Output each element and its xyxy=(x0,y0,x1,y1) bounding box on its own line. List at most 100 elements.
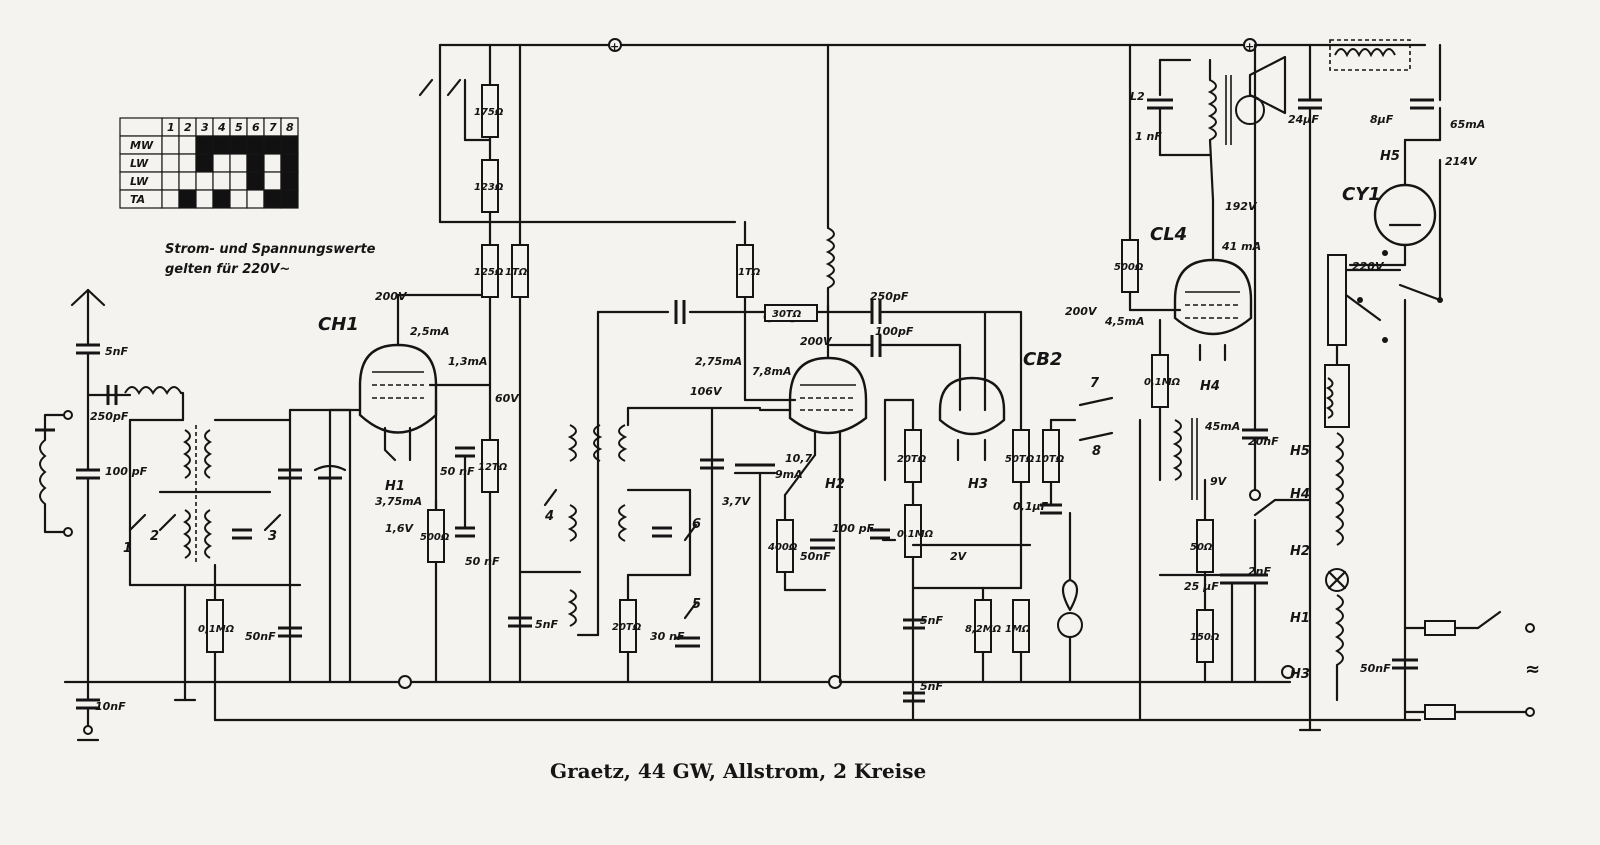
svg-text:1,3mA: 1,3mA xyxy=(448,355,487,368)
switch-table-cell xyxy=(195,189,214,209)
switch-table-col-header: 3 xyxy=(201,121,209,134)
svg-text:5nF: 5nF xyxy=(920,680,943,693)
switch-table-cell xyxy=(178,153,197,173)
svg-text:9mA: 9mA xyxy=(775,468,803,481)
svg-text:1 nF: 1 nF xyxy=(1135,130,1162,143)
switch-table-cell xyxy=(280,153,299,173)
svg-text:100 pF: 100 pF xyxy=(105,465,148,478)
svg-text:400Ω: 400Ω xyxy=(767,542,798,553)
svg-text:+: + xyxy=(1245,40,1254,53)
switch-table-cell xyxy=(229,189,248,209)
svg-text:10TΩ: 10TΩ xyxy=(1035,454,1065,465)
tube-label-cl4: CL4 xyxy=(1150,224,1187,245)
tube-cy1 xyxy=(1348,138,1437,267)
tube-label-ch1: CH1 xyxy=(318,314,359,335)
svg-text:214V: 214V xyxy=(1445,155,1478,168)
power-rails: + + xyxy=(63,38,1427,722)
svg-text:5nF: 5nF xyxy=(535,618,558,631)
svg-text:200V: 200V xyxy=(375,290,408,303)
switch-table-cell xyxy=(280,171,299,191)
svg-text:1TΩ: 1TΩ xyxy=(505,267,528,278)
svg-text:1MΩ: 1MΩ xyxy=(1005,624,1031,635)
tube-label-cb2: CB2 xyxy=(1023,349,1062,370)
svg-text:200V: 200V xyxy=(800,335,833,348)
switch-table-cell xyxy=(195,171,214,191)
switch-table-col-header: 5 xyxy=(235,121,243,134)
switch-table-cell xyxy=(195,153,214,173)
switch-table-cell xyxy=(161,153,180,173)
svg-text:0,1MΩ: 0,1MΩ xyxy=(897,529,934,540)
svg-text:30TΩ: 30TΩ xyxy=(772,309,802,320)
svg-text:0,1μF: 0,1μF xyxy=(1013,500,1049,513)
switch-table-cell xyxy=(229,153,248,173)
svg-text:4: 4 xyxy=(544,509,554,524)
tube-cf3 xyxy=(743,303,868,457)
svg-text:2,5mA: 2,5mA xyxy=(410,325,449,338)
if-coils: 4 6 5 xyxy=(508,310,777,684)
switch-table-row-label: LW xyxy=(130,175,149,188)
switch-table-cell xyxy=(246,189,265,209)
svg-text:175Ω: 175Ω xyxy=(474,107,504,118)
svg-text:30 nF: 30 nF xyxy=(650,630,685,643)
switch-table-cell xyxy=(178,135,197,155)
switch-table-cell xyxy=(280,189,299,209)
switch-table-cell xyxy=(212,153,231,173)
switch-table-row-label: TA xyxy=(130,193,145,206)
svg-text:H2: H2 xyxy=(1290,544,1310,559)
svg-text:50 nF: 50 nF xyxy=(440,465,475,478)
switch-table-col-header: 8 xyxy=(286,121,294,134)
switch-table-cell xyxy=(246,171,265,191)
switch-table-cell xyxy=(263,153,282,173)
svg-text:500Ω: 500Ω xyxy=(420,532,450,543)
switch-table-row-label: MW xyxy=(130,139,154,152)
switch-table-cell xyxy=(263,189,282,209)
switch-table-cell xyxy=(229,135,248,155)
switch-table-cell xyxy=(212,189,231,209)
svg-text:150Ω: 150Ω xyxy=(1190,632,1220,643)
svg-text:8: 8 xyxy=(1092,444,1101,459)
switch-table-cell xyxy=(178,189,197,209)
svg-text:3,75mA: 3,75mA xyxy=(375,495,422,508)
switch-table-cell xyxy=(246,153,265,173)
svg-text:10nF: 10nF xyxy=(95,700,126,713)
svg-text:500Ω: 500Ω xyxy=(1114,262,1144,273)
svg-text:H1: H1 xyxy=(385,479,405,494)
switch-table-row-label: LW xyxy=(130,157,149,170)
input-filter: 1 2 3 xyxy=(123,408,352,722)
svg-text:5nF: 5nF xyxy=(105,345,128,358)
svg-text:50nF: 50nF xyxy=(245,630,276,643)
note-line-1: Strom- und Spannungswerte xyxy=(165,242,376,257)
switch-table-col-header: 2 xyxy=(184,121,192,134)
mains-symbol: ≈ xyxy=(1525,659,1540,680)
svg-text:100pF: 100pF xyxy=(875,325,914,338)
svg-text:H2: H2 xyxy=(825,477,845,492)
svg-text:9V: 9V xyxy=(1210,475,1228,488)
svg-text:41 mA: 41 mA xyxy=(1221,240,1261,253)
component-labels: 5nF 250pF 100 pF 10nF 50nF 50 nF 50 nF 5… xyxy=(90,90,1485,713)
svg-text:5nF: 5nF xyxy=(920,614,943,627)
svg-text:200V: 200V xyxy=(1065,305,1098,318)
switch-table-cell xyxy=(229,171,248,191)
svg-text:H1: H1 xyxy=(1290,611,1310,626)
svg-text:106V: 106V xyxy=(690,385,723,398)
svg-text:65mA: 65mA xyxy=(1450,118,1485,131)
tube-cb2 xyxy=(938,310,1006,462)
svg-text:5: 5 xyxy=(692,597,701,612)
switch-table-col-header: 1 xyxy=(167,121,175,134)
tube-label-cy1: CY1 xyxy=(1342,184,1381,205)
switch-table-col-header: 7 xyxy=(269,121,277,134)
cl4-components xyxy=(1121,43,1312,722)
svg-text:2,75mA: 2,75mA xyxy=(695,355,742,368)
svg-text:8,2MΩ: 8,2MΩ xyxy=(965,624,1002,635)
svg-text:50TΩ: 50TΩ xyxy=(1005,454,1035,465)
svg-text:H3: H3 xyxy=(968,477,988,492)
figure-caption: Graetz, 44 GW, Allstrom, 2 Kreise xyxy=(550,759,926,783)
svg-text:7: 7 xyxy=(1090,376,1100,391)
switch-table-cell xyxy=(195,135,214,155)
antenna-section xyxy=(35,288,185,742)
svg-text:50Ω: 50Ω xyxy=(1190,542,1213,553)
svg-text:45mA: 45mA xyxy=(1204,420,1240,433)
switch-table-cell xyxy=(246,135,265,155)
switch-table-cell xyxy=(263,135,282,155)
